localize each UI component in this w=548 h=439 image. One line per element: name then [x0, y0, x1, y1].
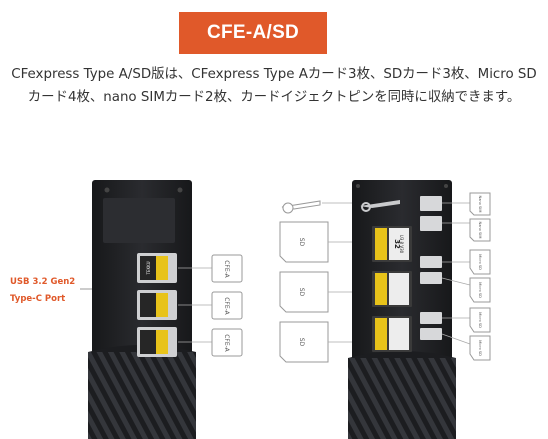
cfe-outline-label: CFE-A: [223, 297, 230, 315]
micro-sd-outline: Micro SD: [469, 335, 491, 361]
right-device: [348, 180, 456, 439]
nano-sim-card: [420, 216, 442, 231]
micro-sd-outline: Micro SD: [469, 307, 491, 333]
sd-outline-label: SD: [298, 338, 305, 347]
sd-card: [372, 316, 412, 352]
nano-sim-card: [420, 196, 442, 211]
right-grip: [348, 358, 456, 439]
screw-icon: [104, 187, 110, 193]
micro-sd-outline-label: Micro SD: [478, 282, 482, 298]
cfe-card: TEKKU: [137, 253, 177, 283]
nano-sim-outline: Nano SIM: [469, 218, 491, 242]
sd-card: [372, 271, 412, 307]
left-case-panel: [103, 198, 175, 243]
sd-card-brand: U3 8 V30: [399, 235, 404, 254]
sd-card-capacity: 32: [393, 239, 401, 249]
page-title: CFE-A/SD: [179, 12, 327, 54]
sd-card: 32: [372, 226, 412, 262]
cfe-card-brand: TEKKU: [146, 261, 151, 275]
cfe-card: [137, 327, 177, 357]
micro-sd-card: [420, 328, 442, 340]
screw-icon: [177, 187, 183, 193]
nano-sim-outline-label: Nano SIM: [478, 222, 482, 239]
sd-outline-label: SD: [298, 238, 305, 247]
micro-sd-outline: Micro SD: [469, 249, 491, 275]
sd-outline: SD: [279, 221, 329, 263]
nano-sim-outline: Nano SIM: [469, 192, 491, 216]
micro-sd-card: [420, 256, 442, 268]
micro-sd-slots: [420, 256, 442, 340]
cfe-card-slots: TEKKU: [137, 253, 177, 357]
usb-port-label-line2: Type-C Port: [10, 294, 66, 304]
description-text: CFexpress Type A/SD版は、CFexpress Type Aカー…: [11, 67, 537, 105]
screw-icon: [444, 184, 448, 188]
cfe-outline: CFE-A: [211, 291, 243, 320]
nano-sim-outline-label: Nano SIM: [478, 196, 482, 213]
left-grip: [88, 352, 196, 439]
sd-outline-label: SD: [298, 288, 305, 297]
micro-sd-outline-label: Micro SD: [478, 312, 482, 328]
micro-sd-card: [420, 312, 442, 324]
sd-outline: SD: [279, 321, 329, 363]
cfe-card: [137, 290, 177, 320]
usb-port-label-line1: USB 3.2 Gen2: [10, 277, 76, 287]
micro-sd-outline-label: Micro SD: [478, 254, 482, 270]
eject-pin-outline: [281, 200, 321, 214]
cfe-outline-label: CFE-A: [223, 334, 230, 352]
micro-sd-card: [420, 272, 442, 284]
micro-sd-outline: Micro SD: [469, 277, 491, 303]
sd-outline: SD: [279, 271, 329, 313]
screw-icon: [356, 184, 360, 188]
cfe-outline: CFE-A: [211, 254, 243, 283]
cfe-outline-label: CFE-A: [223, 260, 230, 278]
micro-sd-outline-label: Micro SD: [478, 340, 482, 356]
cfe-outline: CFE-A: [211, 328, 243, 357]
